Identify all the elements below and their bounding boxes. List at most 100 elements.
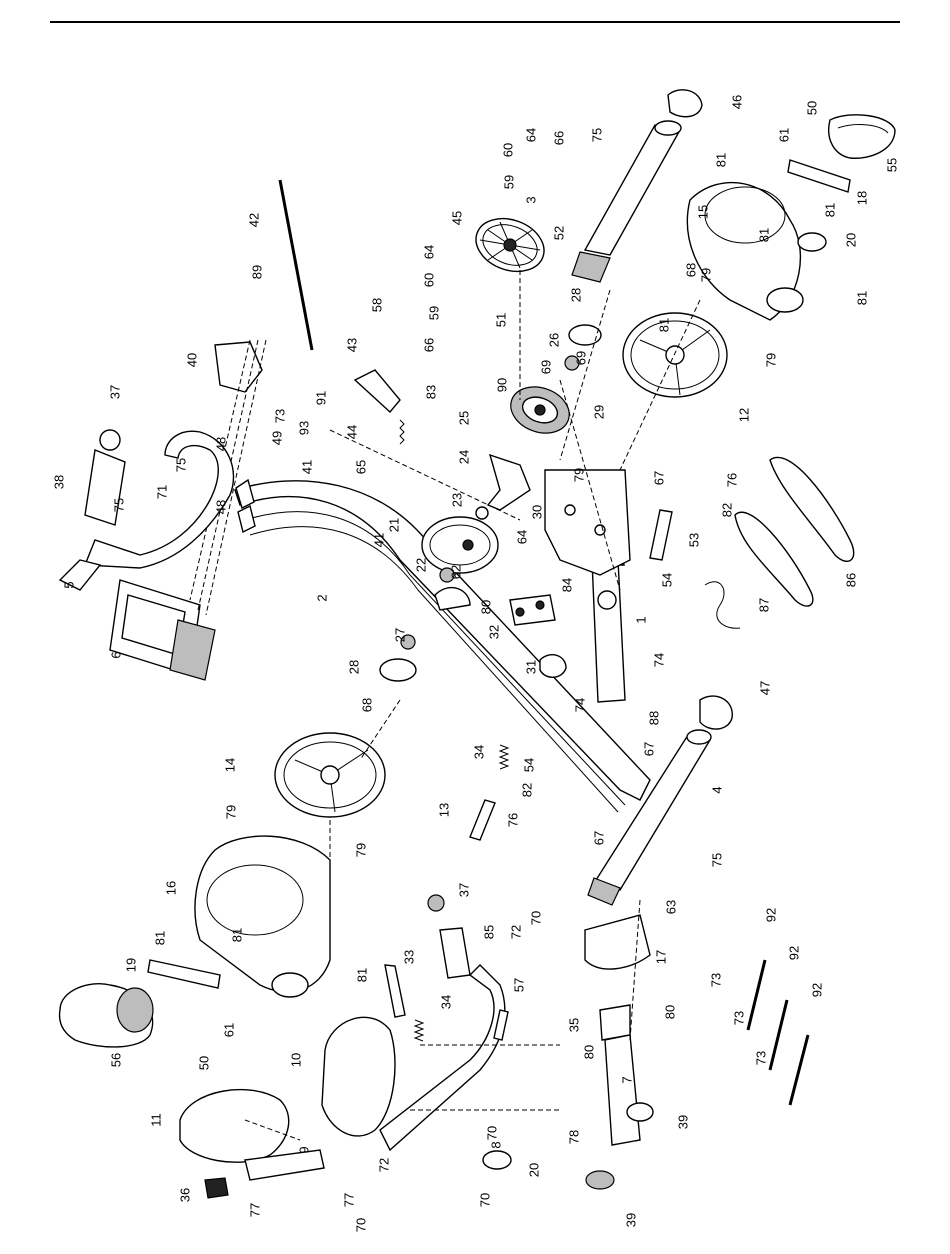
crank-arm-18: [787, 159, 851, 193]
callout-74a: 74: [651, 653, 666, 667]
callout-75b: 75: [173, 458, 188, 472]
callout-72a: 72: [508, 925, 523, 939]
pin-92a: [746, 959, 767, 1031]
callout-48b: 48: [213, 500, 228, 514]
callout-67c: 67: [591, 831, 606, 845]
callout-59a: 59: [501, 175, 516, 189]
callout-75d: 75: [709, 853, 724, 867]
callout-80a: 80: [478, 600, 493, 614]
callout-34a: 34: [471, 745, 486, 759]
flywheel-45: [475, 217, 545, 273]
front-stabilizer: [571, 89, 703, 283]
seat-rail-7: [604, 1034, 641, 1146]
callout-25: 25: [456, 411, 471, 425]
callout-73a: 73: [272, 409, 287, 423]
callout-75c: 75: [111, 498, 126, 512]
seat-back: [179, 1088, 325, 1199]
callout-64a: 64: [523, 128, 538, 142]
callout-37a: 37: [107, 385, 122, 399]
callout-60a: 60: [500, 143, 515, 157]
callout-70b: 70: [484, 1126, 499, 1140]
rod-33: [384, 964, 406, 1018]
sleeve-85: [439, 927, 471, 979]
left-disc-14: [274, 732, 386, 818]
belts-86: [734, 456, 855, 607]
callout-35: 35: [566, 1018, 581, 1032]
callout-38: 38: [51, 475, 66, 489]
handlebar-5: [58, 430, 235, 591]
callout-11: 11: [148, 1113, 163, 1127]
callout-9: 9: [296, 1146, 311, 1153]
callout-73c: 73: [731, 1011, 746, 1025]
seat-10: [321, 1016, 396, 1137]
callout-70d: 70: [477, 1193, 492, 1207]
callout-18: 18: [854, 191, 869, 205]
cover-17: [584, 914, 651, 970]
callout-81g: 81: [229, 928, 244, 942]
callout-67a: 67: [651, 471, 666, 485]
callout-12: 12: [736, 408, 751, 422]
callout-88: 88: [646, 711, 661, 725]
callout-81f: 81: [152, 931, 167, 945]
callout-36: 36: [177, 1188, 192, 1202]
callout-13: 13: [436, 803, 451, 817]
axle-24: [486, 453, 531, 511]
spring-44: [399, 419, 405, 445]
callout-92c: 92: [809, 983, 824, 997]
callout-81h: 81: [354, 968, 369, 982]
callout-43: 43: [344, 338, 359, 352]
callout-73d: 73: [753, 1051, 768, 1065]
callout-66b: 66: [421, 338, 436, 352]
pulley-28: [568, 324, 602, 346]
callout-54b: 54: [521, 758, 536, 772]
callout-81c: 81: [756, 228, 771, 242]
callout-19: 19: [123, 958, 138, 972]
callout-23: 23: [449, 493, 464, 507]
callout-48a: 48: [213, 437, 228, 451]
callout-62: 62: [448, 565, 463, 579]
callout-67b: 67: [641, 742, 656, 756]
callout-84: 84: [559, 578, 574, 592]
callout-2: 2: [314, 594, 329, 601]
callout-79b: 79: [763, 353, 778, 367]
right-disc-12: [622, 312, 728, 398]
bearing-26: [564, 355, 580, 371]
callout-49: 49: [269, 431, 284, 445]
spring-34a: [498, 744, 510, 770]
callout-41a: 41: [299, 460, 314, 474]
pulley-25: [510, 386, 570, 434]
cap-20a: [797, 232, 827, 252]
callout-1: 1: [633, 616, 648, 623]
spring-34b: [413, 1019, 425, 1042]
crank-arm-19: [147, 959, 221, 989]
grip-38: [84, 449, 126, 526]
callout-8: 8: [488, 1141, 503, 1148]
idler-31: [539, 654, 567, 678]
callout-4: 4: [709, 786, 724, 793]
callout-46: 46: [729, 95, 744, 109]
callout-42: 42: [246, 213, 261, 227]
callout-50b: 50: [196, 1056, 211, 1070]
console-6: [109, 579, 216, 681]
callout-50a: 50: [804, 101, 819, 115]
callout-21: 21: [386, 518, 401, 532]
lever-43: [353, 369, 401, 414]
callout-20b: 20: [526, 1163, 541, 1177]
callout-56: 56: [108, 1053, 123, 1067]
callout-83: 83: [423, 385, 438, 399]
washer-23: [475, 506, 489, 520]
callout-93: 93: [296, 421, 311, 435]
bearing-27: [400, 634, 416, 650]
rear-stabilizer: [587, 695, 733, 906]
callout-74b: 74: [572, 698, 587, 712]
callout-81b: 81: [822, 203, 837, 217]
callout-16: 16: [163, 881, 178, 895]
plunger-13: [469, 799, 496, 841]
callout-82b: 82: [519, 783, 534, 797]
main-frame: [234, 478, 651, 813]
pin-92b: [768, 999, 789, 1071]
callout-28a: 28: [568, 288, 583, 302]
callout-61a: 61: [776, 128, 791, 142]
callout-33: 33: [401, 950, 416, 964]
